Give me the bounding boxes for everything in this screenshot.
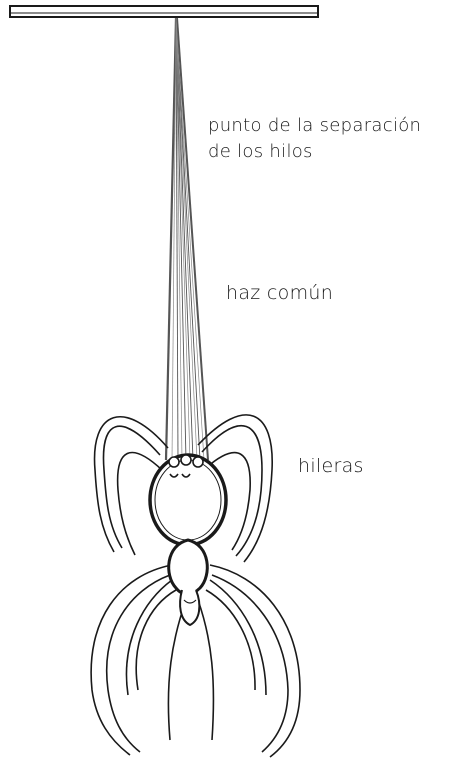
label-thread-split-point-line1: punto de la separación	[208, 113, 421, 139]
support-bar	[10, 6, 318, 17]
label-thread-split-point-line2: de los hilos	[208, 139, 421, 165]
spider-abdomen	[150, 455, 226, 545]
label-thread-split-point: punto de la separación de los hilos	[208, 113, 421, 165]
silk-thread-bundle	[166, 18, 208, 460]
label-common-bundle: haz común	[226, 282, 333, 304]
label-spinnerets: hileras	[298, 455, 364, 477]
